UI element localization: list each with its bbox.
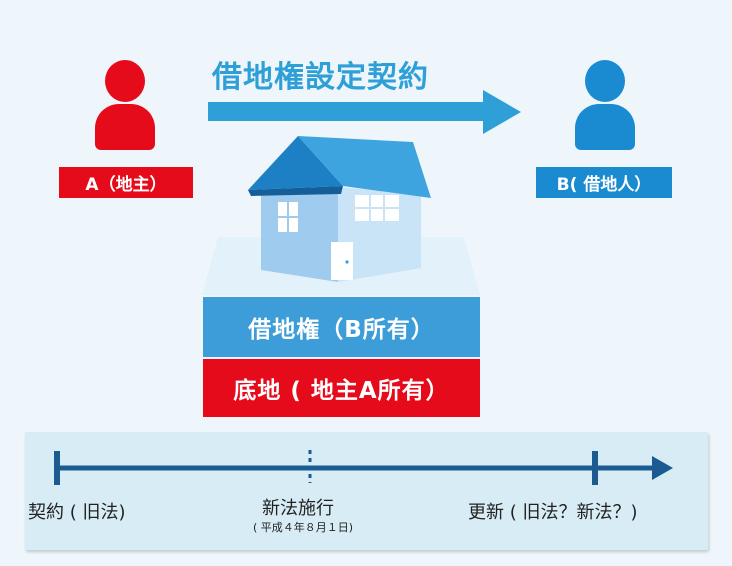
landlord-person-icon xyxy=(95,60,155,155)
leasehold-layer: 借地権（B所有） xyxy=(203,297,480,357)
timeline-arrow xyxy=(54,450,673,485)
timeline-end-label: 更新 ( 旧法？新法？) xyxy=(468,502,638,523)
base-land-layer: 底地 ( 地主A所有） xyxy=(203,359,480,417)
house-icon xyxy=(248,136,431,282)
timeline-middle-sub: ( 平成４年８月１日) xyxy=(253,521,354,534)
timeline-middle-label: 新法施行 xyxy=(262,498,334,519)
timeline-start-label: 契約 ( 旧法) xyxy=(28,502,126,523)
diagram-title: 借地権設定契約 xyxy=(212,60,429,95)
tenant-label: B( 借地人） xyxy=(536,167,672,198)
contract-arrow xyxy=(208,90,521,134)
landlord-label: A（地主） xyxy=(59,167,193,198)
tenant-person-icon xyxy=(575,60,635,155)
